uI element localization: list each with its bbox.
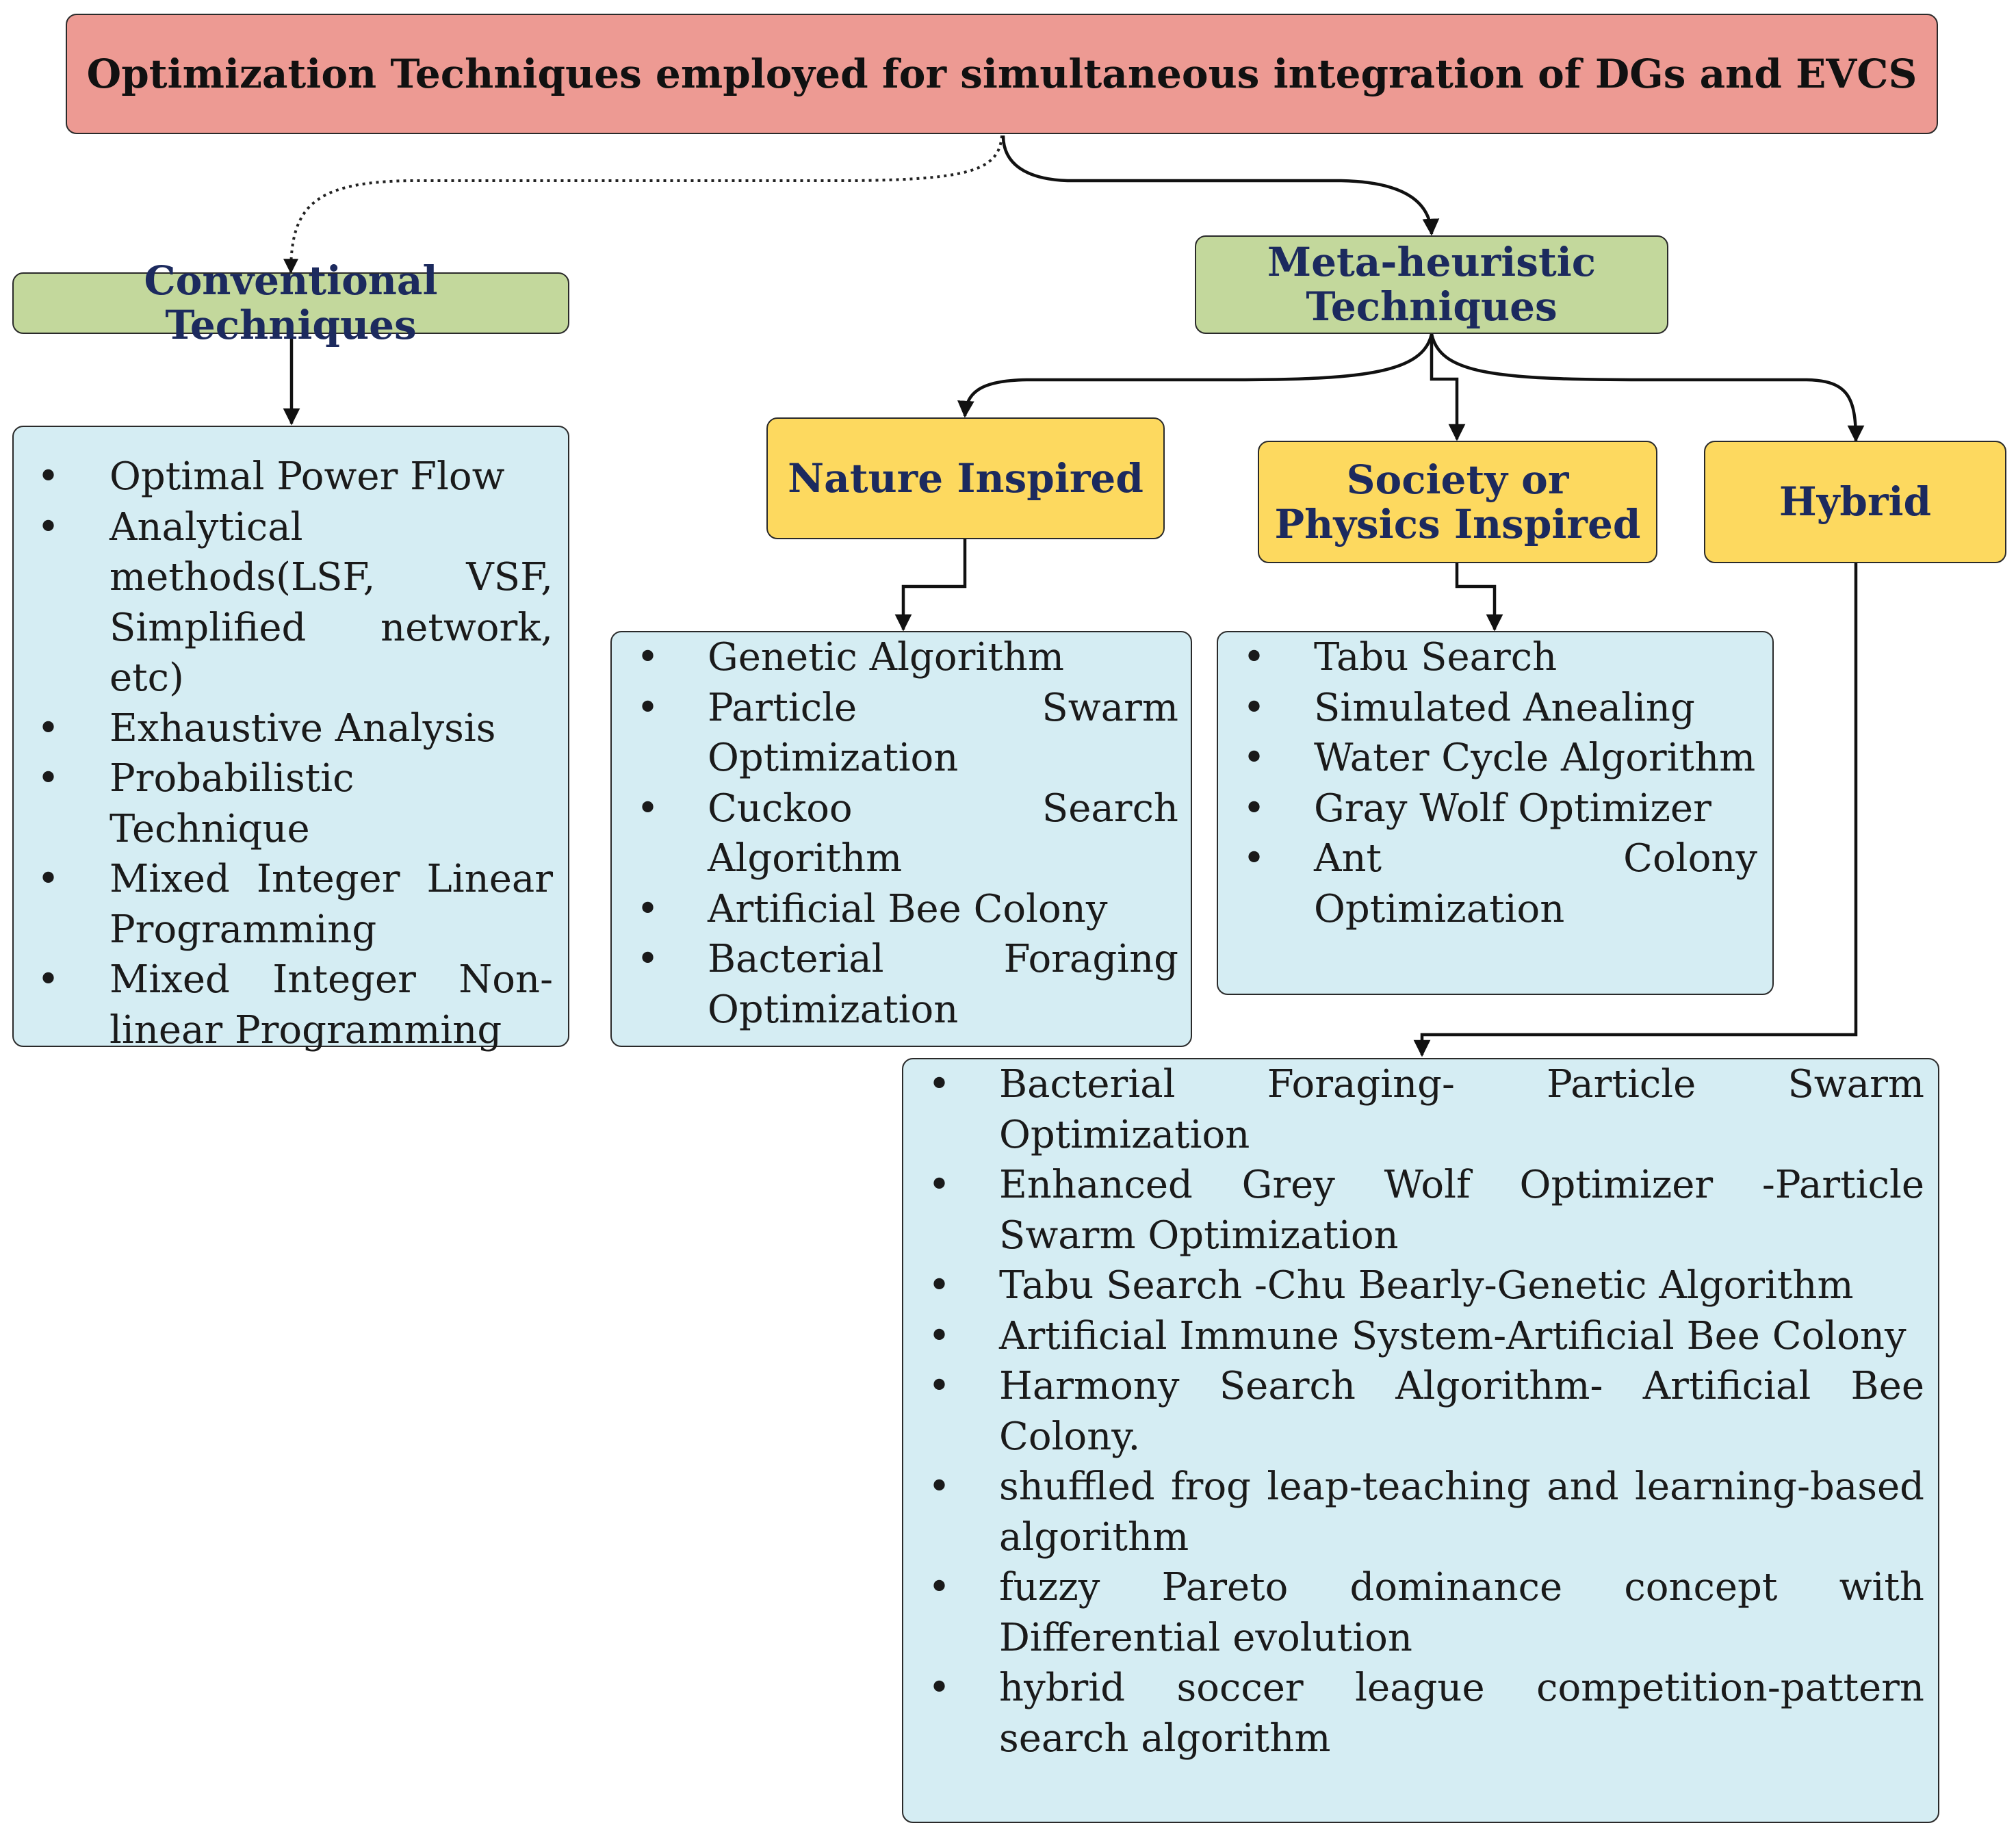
conventional-list: Optimal Power Flow Analytical methods(LS… — [27, 452, 553, 1055]
nature-inspired-node: Nature Inspired — [766, 417, 1165, 539]
hybrid-list-box: Bacterial Foraging- Particle Swarm Optim… — [902, 1058, 1939, 1823]
hybrid-item: Bacterial Foraging- Particle Swarm Optim… — [918, 1059, 1924, 1160]
arrow-metaheuristic-to-nature — [957, 333, 1434, 418]
arrow-metaheuristic-to-hybrid — [1430, 333, 1865, 443]
hybrid-node: Hybrid — [1704, 441, 2006, 563]
hybrid-item: Tabu Search -Chu Bearly-Genetic Algorith… — [918, 1261, 1924, 1311]
nature-item: Bacterial Foraging Optimization — [627, 934, 1178, 1035]
nature-item: Artificial Bee Colony — [627, 884, 1178, 935]
society-item: Tabu Search — [1233, 632, 1757, 683]
nature-item: Genetic Algorithm — [627, 632, 1178, 683]
conventional-item: Probabilistic Technique — [27, 753, 553, 854]
hybrid-item: Enhanced Grey Wolf Optimizer -Particle S… — [918, 1160, 1924, 1261]
arrow-society-to-list — [1455, 563, 1503, 632]
arrow-title-to-metaheuristic — [1001, 135, 1440, 236]
conventional-item: Exhaustive Analysis — [27, 703, 553, 754]
society-item: Simulated Anealing — [1233, 683, 1757, 734]
diagram-title: Optimization Techniques employed for sim… — [66, 14, 1938, 134]
hybrid-item: hybrid soccer league competition-pattern… — [918, 1663, 1924, 1764]
conventional-item: Optimal Power Flow — [27, 452, 553, 502]
hybrid-item: fuzzy Pareto dominance concept with Diff… — [918, 1562, 1924, 1663]
hybrid-item: Harmony Search Algorithm- Artificial Bee… — [918, 1361, 1924, 1462]
society-item: Gray Wolf Optimizer — [1233, 784, 1757, 834]
nature-inspired-list-box: Genetic AlgorithmParticle Swarm Optimiza… — [610, 631, 1192, 1047]
hybrid-list: Bacterial Foraging- Particle Swarm Optim… — [918, 1059, 1924, 1764]
conventional-list-box: Optimal Power Flow Analytical methods(LS… — [12, 426, 569, 1052]
nature-item: Particle Swarm Optimization — [627, 683, 1178, 784]
hybrid-item: Artificial Immune System-Artificial Bee … — [918, 1311, 1924, 1362]
arrow-title-to-conventional — [283, 135, 1003, 274]
society-physics-list: Tabu SearchSimulated AnealingWater Cycle… — [1233, 632, 1757, 934]
hybrid-item: shuffled frog leap-teaching and learning… — [918, 1462, 1924, 1562]
conventional-techniques-node: Conventional Techniques — [12, 259, 569, 347]
arrow-hybrid-to-list — [1413, 563, 1858, 1057]
metaheuristic-techniques-node: Meta-heuristic Techniques — [1195, 235, 1668, 334]
nature-inspired-list: Genetic AlgorithmParticle Swarm Optimiza… — [627, 632, 1178, 1035]
society-item: Ant Colony Optimization — [1233, 834, 1757, 934]
society-item: Water Cycle Algorithm — [1233, 733, 1757, 784]
conventional-item: Analytical methods(LSF, VSF, Simplified … — [27, 502, 553, 703]
nature-item: Cuckoo Search Algorithm — [627, 784, 1178, 884]
arrow-nature-to-list — [894, 539, 967, 632]
conventional-item: Mixed Integer Linear Programming — [27, 854, 553, 955]
arrow-metaheuristic-to-society — [1430, 334, 1466, 441]
conventional-item: Mixed Integer Non-linear Programming — [27, 955, 553, 1055]
society-physics-inspired-node: Society or Physics Inspired — [1258, 441, 1657, 563]
society-physics-list-box: Tabu SearchSimulated AnealingWater Cycle… — [1217, 631, 1774, 995]
